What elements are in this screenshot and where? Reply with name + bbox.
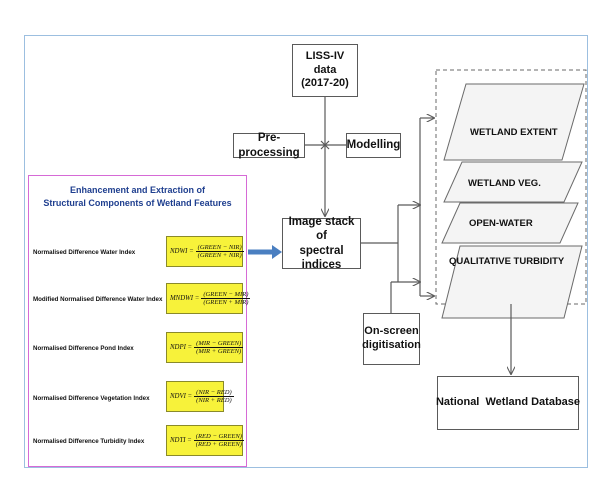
formula-ndpi: NDPI = (MIR − GREEN)(MIR + GREEN) [166, 332, 244, 363]
layer-label-wetland-extent: WETLAND EXTENT [470, 127, 558, 138]
formula-denominator: (NIR + RED) [196, 397, 232, 404]
layer-label-qualitative-turbidity: QUALITATIVE TURBIDITY [449, 256, 565, 267]
national-wetland-database-box: National Wetland Database [435, 376, 581, 430]
layer-wetland-extent [443, 83, 585, 161]
preprocessing-box: Pre-processing [233, 132, 305, 159]
onscreen-digitisation-label: On-screen digitisation [362, 325, 421, 351]
liss-iv-label: LISS-IV data (2017-20) [301, 49, 349, 90]
layer-bottom [441, 245, 583, 319]
formula-numerator: (RED − GREEN) [193, 433, 244, 441]
figure-frame [24, 35, 588, 468]
onscreen-digitisation-box: On-screen digitisation [362, 313, 421, 365]
layer-wetland-veg [443, 161, 583, 203]
formula-ndwi: NDWI = (GREEN − NIR)(GREEN + NIR) [166, 236, 244, 267]
formula-lhs: NDVI = [170, 393, 193, 400]
formula-numerator: (NIR − RED) [194, 389, 234, 397]
blue-arrow-head [272, 245, 282, 259]
index-label-ndwi: Normalised Difference Water Index [33, 249, 136, 256]
formula-ndvi: NDVI = (NIR − RED)(NIR + RED) [166, 381, 234, 412]
formula-lhs: MNDWI = [170, 295, 200, 302]
image-stack-box: Image stack of spectral indices [282, 216, 361, 271]
formula-lhs: NDPI = [170, 344, 193, 351]
layer-label-open-water: OPEN-WATER [469, 218, 533, 229]
layer-label-wetland-veg: WETLAND VEG. [468, 178, 541, 189]
index-label-ndvi: Normalised Difference Vegetation Index [33, 395, 150, 402]
index-label-ndpi: Normalised Difference Pond Index [33, 345, 134, 352]
liss-iv-data-box: LISS-IV data (2017-20) [292, 44, 358, 97]
panel-title: Enhancement and Extraction of Structural… [43, 185, 232, 209]
formula-denominator: (RED + GREEN) [195, 441, 242, 448]
modelling-label: Modelling [346, 139, 401, 152]
formula-numerator: (MIR − GREEN) [194, 340, 244, 348]
index-label-mndwi: Modified Normalised Difference Water Ind… [33, 296, 163, 303]
national-wetland-database-label: National Wetland Database [435, 396, 581, 409]
modelling-box: Modelling [346, 133, 401, 158]
layer-open-water [441, 202, 579, 244]
formula-lhs: NDWI = [170, 248, 194, 255]
formula-denominator: (MIR + GREEN) [196, 348, 242, 355]
formula-mndwi: MNDWI = (GREEN − MIR)(GREEN + MIR) [166, 283, 251, 314]
cross-mark [320, 140, 330, 150]
formula-denominator: (GREEN + MIR) [203, 299, 249, 306]
image-stack-label: Image stack of spectral indices [288, 215, 355, 271]
formula-numerator: (GREEN − MIR) [201, 291, 251, 299]
formula-ndti: NDTI = (RED − GREEN)(RED + GREEN) [166, 425, 244, 456]
indices-panel: Enhancement and Extraction of Structural… [28, 175, 251, 467]
formula-numerator: (GREEN − NIR) [195, 244, 244, 252]
formula-denominator: (GREEN + NIR) [197, 252, 242, 259]
preprocessing-label: Pre-processing [238, 132, 300, 159]
index-label-ndti: Normalised Difference Turbidity Index [33, 438, 145, 445]
formula-lhs: NDTI = [170, 437, 192, 444]
